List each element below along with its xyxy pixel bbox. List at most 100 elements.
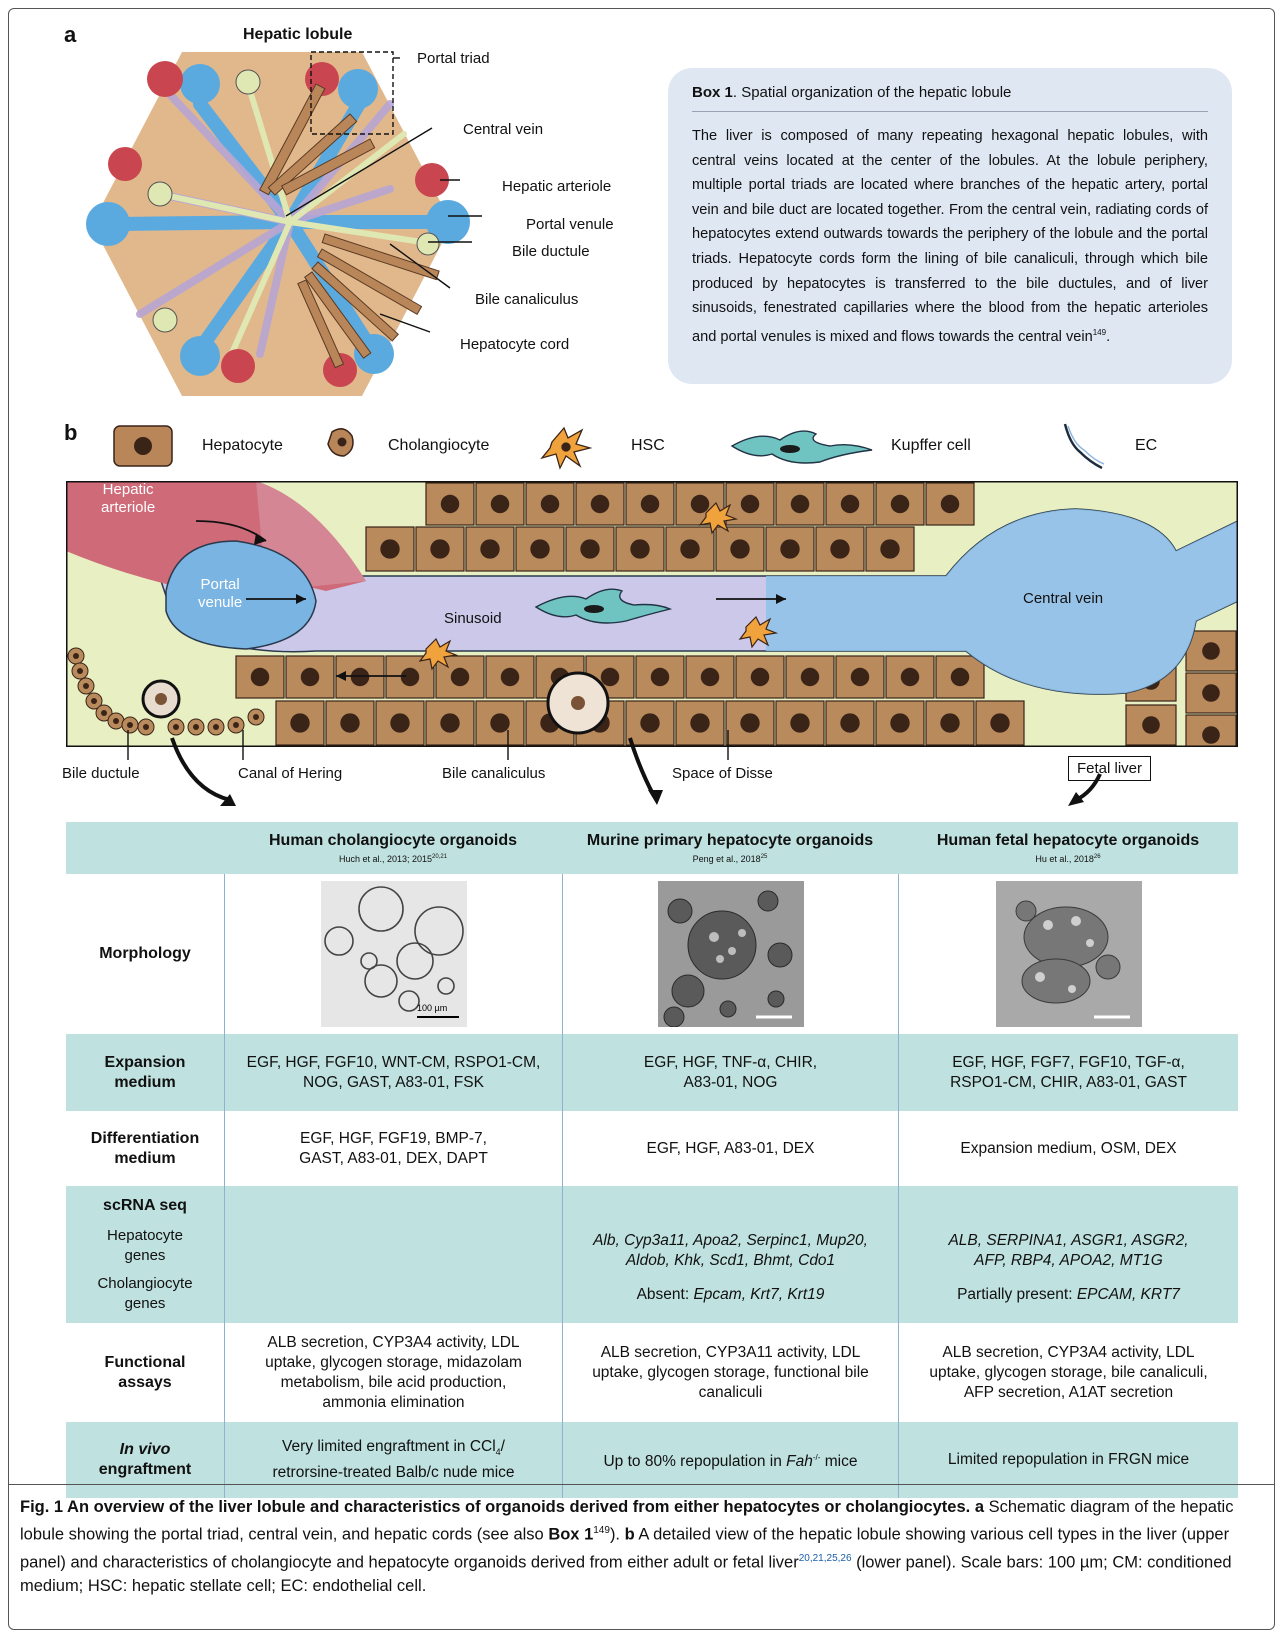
hepatocyte-nucleus	[491, 495, 509, 513]
differentiation-medium-murine: EGF, HGF, A83-01, DEX	[562, 1111, 898, 1186]
scrna-murine: Alb, Cyp3a11, Apoa2, Serpinc1, Mup20, Al…	[562, 1186, 898, 1323]
row-label-differentiation-medium: Differentiation medium	[66, 1111, 224, 1186]
fetal-hepatocyte-organoid-image	[996, 881, 1142, 1027]
sinusoid-diagram	[66, 481, 1238, 747]
hepatocyte-nucleus	[801, 668, 819, 686]
hsc-icon	[542, 428, 590, 468]
hepatocyte-nucleus	[630, 539, 649, 558]
hepatocyte-nucleus	[741, 495, 759, 513]
scrna-fetal: ALB, SERPINA1, ASGR1, ASGR2, AFP, RBP4, …	[898, 1186, 1238, 1323]
label-bile-canaliculus-b: Bile canaliculus	[442, 765, 545, 782]
hepatocyte-nucleus	[1202, 684, 1220, 702]
engraftment-cholangiocyte: Very limited engraftment in CCl4/ retror…	[224, 1422, 562, 1498]
legend-hepatocyte: Hepatocyte	[202, 437, 283, 455]
cholangiocyte-nucleus	[253, 714, 259, 720]
hepatocyte-nucleus	[480, 539, 499, 558]
functional-assays-fetal: ALB secretion, CYP3A4 activity, LDL upta…	[898, 1323, 1238, 1422]
label-bile-canaliculus: Bile canaliculus	[475, 291, 578, 308]
cholangiocyte-organoid-image: 100 µm	[321, 881, 467, 1027]
cholangiocyte-nucleus	[233, 722, 239, 728]
label-central-vein: Central vein	[463, 121, 543, 138]
differentiation-medium-fetal: Expansion medium, OSM, DEX	[898, 1111, 1238, 1186]
table-row-in-vivo-engraftment: In vivoengraftment Very limited engraftm…	[66, 1422, 1238, 1498]
hepatocyte-nucleus	[601, 668, 619, 686]
hepatocyte-nucleus	[441, 495, 459, 513]
label-bile-ductule: Bile ductule	[512, 243, 590, 260]
hepatocyte-nucleus	[691, 495, 709, 513]
hepatocyte-nucleus	[880, 539, 899, 558]
hepatocyte-icon	[114, 426, 172, 466]
expansion-medium-fetal: EGF, HGF, FGF7, FGF10, TGF-α, RSPO1-CM, …	[898, 1034, 1238, 1111]
row-label-in-vivo: In vivoengraftment	[66, 1422, 224, 1498]
hepatocyte-nucleus	[651, 668, 669, 686]
row-label-morphology: Morphology	[66, 874, 224, 1034]
hepatocyte-nucleus	[701, 668, 719, 686]
hepatocyte-nucleus	[680, 539, 699, 558]
hepatocyte-nucleus	[580, 539, 599, 558]
engraftment-fetal: Limited repopulation in FRGN mice	[898, 1422, 1238, 1498]
label-portal-venule: Portal venule	[526, 216, 614, 233]
label-fetal-liver: Fetal liver	[1068, 756, 1151, 781]
hepatocyte-nucleus	[380, 539, 399, 558]
murine-hepatocyte-organoid-image	[658, 881, 804, 1027]
table-row-expansion-medium: Expansion medium EGF, HGF, FGF10, WNT-CM…	[66, 1034, 1238, 1111]
label-sinusoid: Sinusoid	[444, 610, 502, 627]
cholangiocyte-nucleus	[77, 668, 83, 674]
hepatocyte-nucleus	[791, 495, 809, 513]
header-human-cholangiocyte: Human cholangiocyte organoidsHuch et al.…	[224, 822, 562, 874]
kupffer-cell-icon	[732, 431, 872, 463]
row-label-scrna: scRNA seq Hepatocyte genes Cholangiocyte…	[66, 1186, 224, 1323]
expansion-medium-murine: EGF, HGF, TNF-α, CHIR, A83-01, NOG	[562, 1034, 898, 1111]
hepatocyte-nucleus	[730, 539, 749, 558]
hepatocyte-nucleus	[530, 539, 549, 558]
legend-cholangiocyte: Cholangiocyte	[388, 437, 489, 455]
header-murine-hepatocyte: Murine primary hepatocyte organoidsPeng …	[562, 822, 898, 874]
table-row-differentiation-medium: Differentiation medium EGF, HGF, FGF19, …	[66, 1111, 1238, 1186]
hepatocyte-nucleus	[430, 539, 449, 558]
hepatocyte-nucleus	[451, 668, 469, 686]
table-row-scrna-seq: scRNA seq Hepatocyte genes Cholangiocyte…	[66, 1186, 1238, 1323]
hepatocyte-nucleus	[751, 668, 769, 686]
legend-ec: EC	[1135, 437, 1157, 455]
label-hepatic-arteriole-b: Hepatic arteriole	[101, 481, 155, 517]
hepatocyte-nucleus	[891, 495, 909, 513]
table-row-functional-assays: Functional assays ALB secretion, CYP3A4 …	[66, 1323, 1238, 1422]
cholangiocyte-nucleus	[91, 698, 97, 704]
table-header-row: Human cholangiocyte organoidsHuch et al.…	[66, 822, 1238, 874]
label-hepatocyte-cord: Hepatocyte cord	[460, 336, 569, 353]
box-1: Box 1. Spatial organization of the hepat…	[668, 68, 1232, 384]
label-canal-of-hering: Canal of Hering	[238, 765, 342, 782]
hepatocyte-nucleus	[301, 668, 319, 686]
hepatocyte-nucleus	[941, 495, 959, 513]
cholangiocyte-nucleus	[127, 722, 133, 728]
hepatocyte-nucleus	[251, 668, 269, 686]
scale-bar-label: 100 µm	[417, 1003, 447, 1013]
functional-assays-murine: ALB secretion, CYP3A11 activity, LDL upt…	[562, 1323, 898, 1422]
hepatocyte-nucleus	[501, 668, 519, 686]
figure-caption: Fig. 1 An overview of the liver lobule a…	[20, 1495, 1265, 1598]
hepatocyte-nucleus	[780, 539, 799, 558]
hepatocyte-nucleus	[901, 668, 919, 686]
label-central-vein-b: Central vein	[1023, 590, 1103, 607]
hepatocyte-nucleus	[951, 668, 969, 686]
cholangiocyte-nucleus	[101, 710, 107, 716]
hepatocyte-nucleus	[351, 668, 369, 686]
hepatocyte-nucleus	[541, 495, 559, 513]
cholangiocyte-nucleus	[113, 718, 119, 724]
legend-kupffer-cell: Kupffer cell	[891, 437, 971, 455]
hepatocyte-nucleus	[830, 539, 849, 558]
scrna-cholangiocyte	[224, 1186, 562, 1323]
hepatocyte-nucleus	[591, 495, 609, 513]
box-1-body: The liver is composed of many repeating …	[692, 124, 1208, 349]
label-bile-ductule-b: Bile ductule	[62, 765, 140, 782]
box-1-title: Box 1. Spatial organization of the hepat…	[692, 84, 1208, 112]
label-portal-venule-b: Portal venule	[198, 576, 242, 612]
hepatocyte-nucleus	[841, 495, 859, 513]
hepatocyte-nucleus	[401, 668, 419, 686]
label-hepatic-arteriole: Hepatic arteriole	[502, 178, 611, 195]
label-portal-triad: Portal triad	[417, 50, 490, 67]
legend-hsc: HSC	[631, 437, 665, 455]
expansion-medium-cholangiocyte: EGF, HGF, FGF10, WNT-CM, RSPO1-CM, NOG, …	[224, 1034, 562, 1111]
cholangiocyte-nucleus	[73, 653, 79, 659]
caption-divider	[8, 1484, 1275, 1485]
